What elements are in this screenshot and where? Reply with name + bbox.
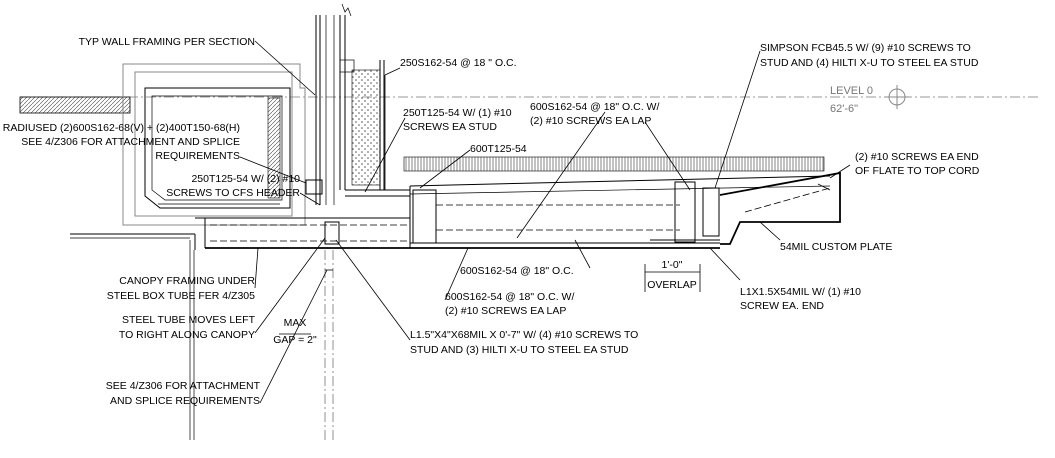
note-clip-2: STUD AND (3) HILTI X-U TO STEEL EA STUD — [410, 344, 629, 356]
note-splice-1: SEE 4/Z306 FOR ATTACHMENT — [106, 380, 261, 392]
note-canopy-2: STEEL BOX TUBE FER 4/Z305 — [107, 290, 255, 302]
level-elevation: 62'-6" — [830, 103, 858, 115]
overlap-dimension-value: 1'-0" — [662, 259, 683, 271]
note-flate-2: OF FLATE TO TOP CORD — [855, 165, 980, 177]
note-stud-600s-oc: 600S162-54 @ 18" O.C. — [460, 265, 574, 277]
leader-lines — [239, 40, 851, 404]
gap-marker — [279, 269, 333, 335]
canopy-framing — [195, 171, 841, 249]
note-track-600t: 600T125-54 — [470, 143, 527, 155]
gap-label-2: GAP = 2" — [273, 334, 317, 346]
note-clip-1: L1.5"X4"X68MIL X 0'-7" W/ (4) #10 SCREWS… — [410, 329, 638, 341]
note-track-250t-1: 250T125-54 W/ (1) #10 — [403, 107, 512, 119]
radiused-frame — [122, 63, 306, 226]
note-angle-2: SCREW EA. END — [740, 300, 824, 312]
note-stud-600s-lap-2: (2) #10 SCREWS EA LAP — [530, 115, 651, 127]
note-stud-600s-lap-1: 600S162-54 @ 18" O.C. W/ — [530, 101, 659, 113]
annotation-labels: LEVEL 0 62'-6" TYP WALL FRAMING PER SECT… — [3, 36, 980, 407]
note-custom-plate: 54MIL CUSTOM PLATE — [780, 241, 892, 253]
note-wall-framing: TYP WALL FRAMING PER SECTION — [79, 36, 255, 48]
note-track-250t-2: SCREWS EA STUD — [403, 121, 497, 133]
note-radiused-1: RADIUSED (2)600S162-68(V) + (2)400T150-6… — [3, 122, 240, 134]
level-name: LEVEL 0 — [830, 85, 873, 97]
note-canopy-1: CANOPY FRAMING UNDER — [119, 275, 255, 287]
note-header-2: SCREWS TO CFS HEADER — [166, 187, 300, 199]
note-stud-250s162: 250S162-54 @ 18 " O.C. — [400, 57, 517, 69]
note-radiused-2: SEE 4/Z306 FOR ATTACHMENT AND SPLICE — [21, 136, 240, 148]
overlap-dimension-label: OVERLAP — [647, 279, 697, 291]
canopy-structure — [70, 233, 334, 440]
concrete-ledge — [19, 96, 131, 114]
level-line — [20, 85, 1040, 109]
note-steel-tube-1: STEEL TUBE MOVES LEFT — [122, 314, 256, 326]
gap-label-1: MAX — [284, 317, 307, 329]
note-simpson-1: SIMPSON FCB45.5 W/ (9) #10 SCREWS TO — [760, 42, 971, 54]
note-splice-2: AND SPLICE REQUIREMENTS — [110, 395, 260, 407]
note-header-1: 250T125-54 W/ (2) #10 — [191, 173, 300, 185]
note-simpson-2: STUD AND (4) HILTI X-U TO STEEL EA STUD — [760, 57, 979, 69]
overlap-dimension — [644, 264, 701, 292]
note-radiused-3: REQUIREMENTS — [155, 150, 240, 162]
note-flate-1: (2) #10 SCREWS EA END — [855, 151, 979, 163]
note-steel-tube-2: TO RIGHT ALONG CANOPY — [119, 329, 255, 341]
wall-framing — [305, 3, 410, 205]
note-lap-bottom-1: 600S162-54 @ 18" O.C. W/ — [445, 291, 574, 303]
note-lap-bottom-2: (2) #10 SCREWS EA LAP — [445, 305, 566, 317]
roof-grating — [403, 156, 825, 172]
note-angle-1: L1X1.5X54MIL W/ (1) #10 — [740, 286, 861, 298]
